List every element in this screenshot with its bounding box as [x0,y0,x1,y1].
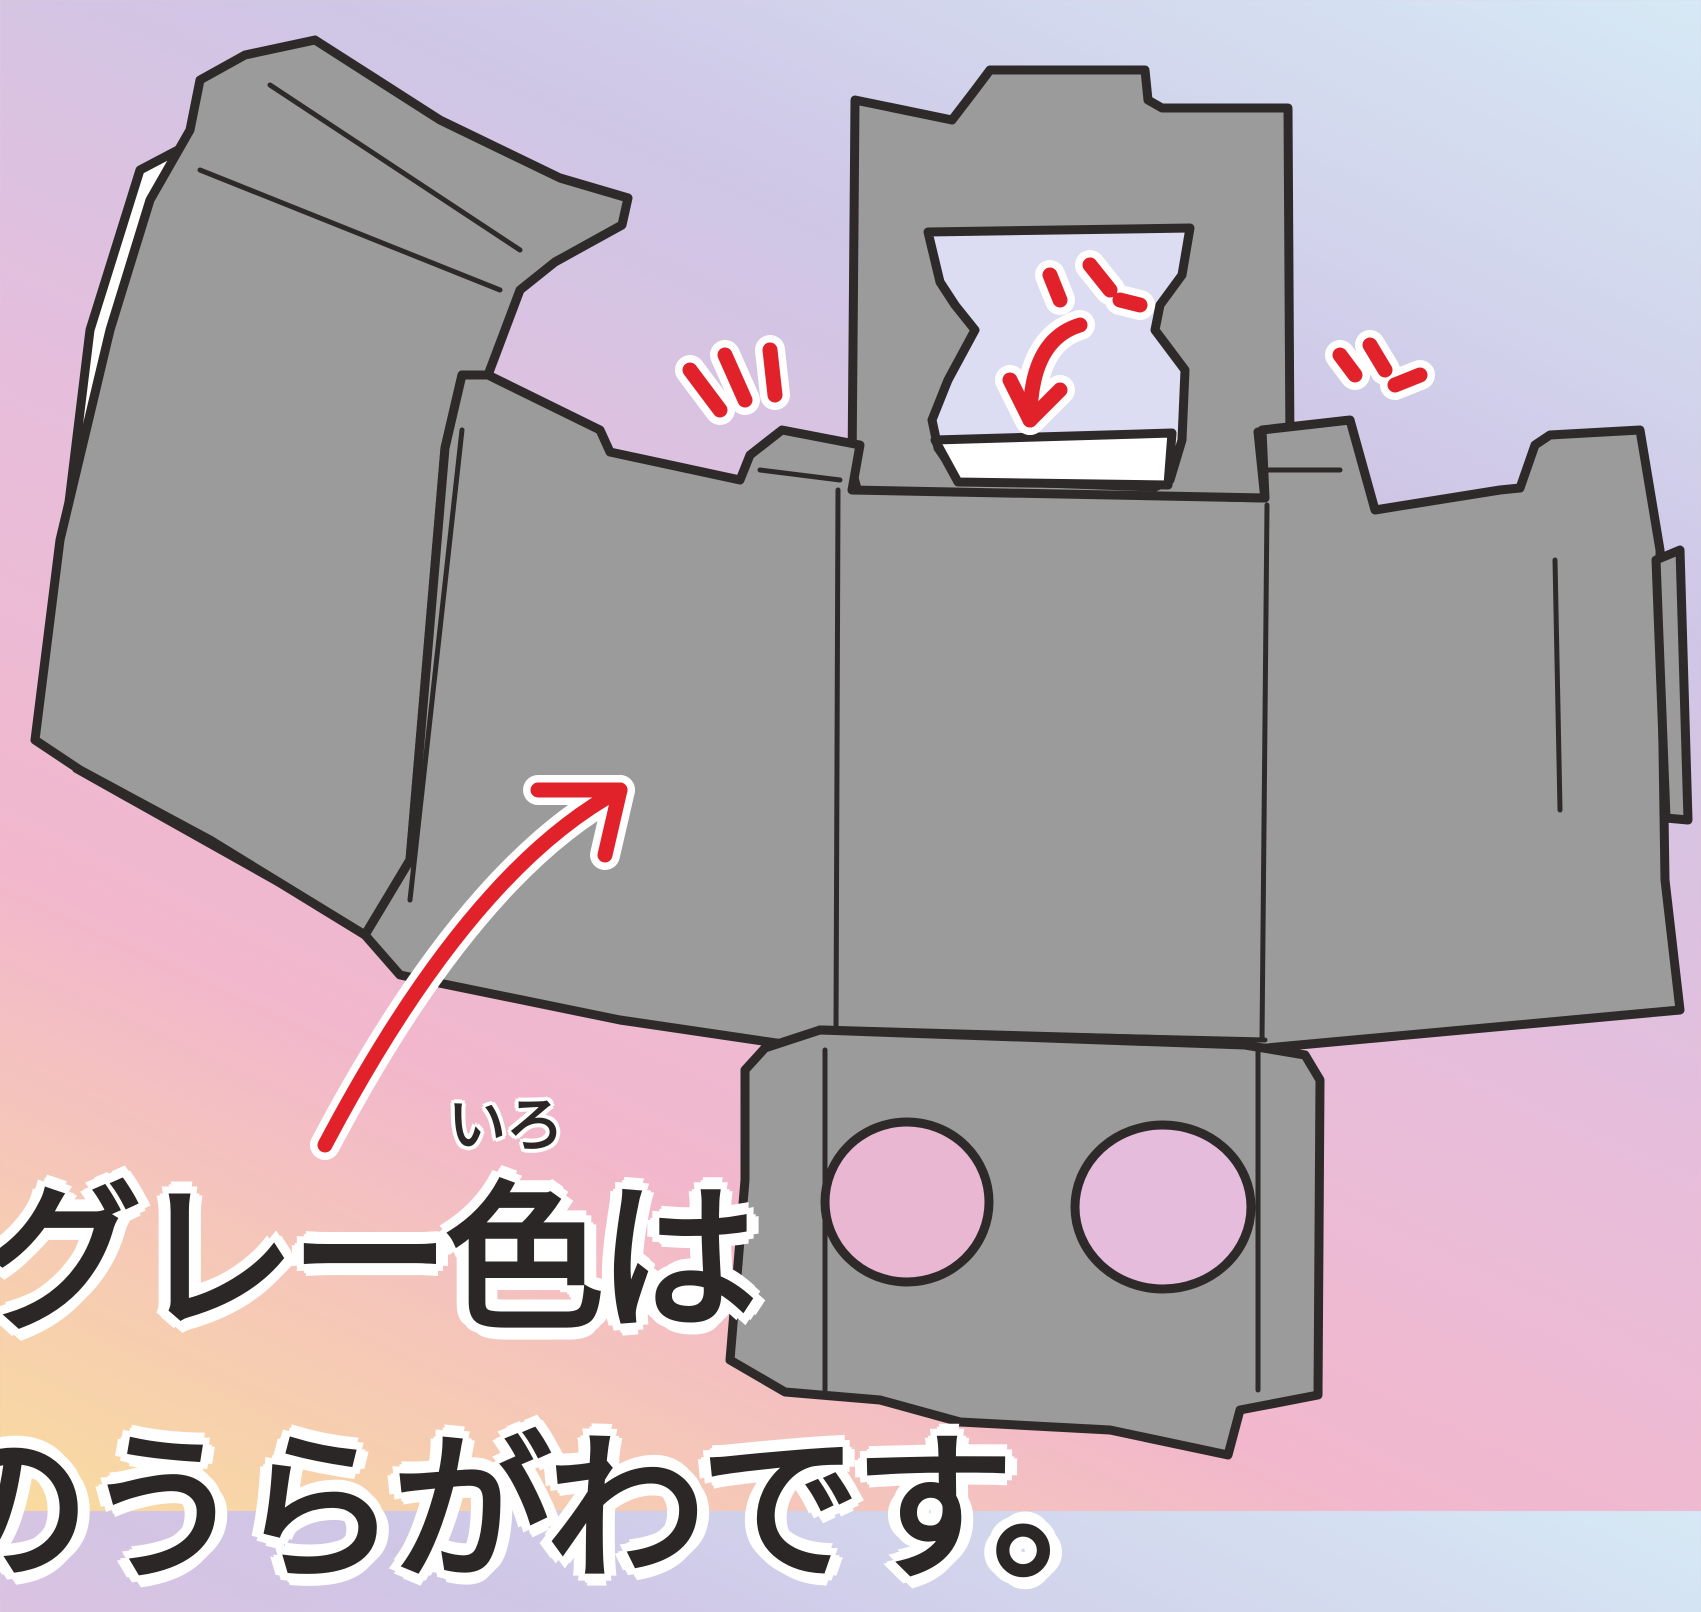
main-band [360,370,1685,1055]
window-white-floor [930,428,1177,490]
window-arrow [1022,317,1088,428]
left-eye-hole [820,1117,994,1287]
fold-line [1552,557,1563,813]
motion-mark [1112,292,1148,313]
unfolded-box-diagram [30,35,1693,1460]
fold-line [407,427,465,903]
furigana-reading: いろ [448,1091,565,1159]
motion-mark [1387,367,1428,393]
window-arrow-head [1002,372,1068,428]
caption-line-2: のうらがわです。 [0,1416,1152,1603]
illustration [30,35,1693,1460]
arrow-head [530,782,628,863]
right-side-edge [1651,545,1693,825]
motion-mark [1042,267,1068,308]
motion-mark [1332,347,1363,383]
motion-mark [1082,257,1118,298]
fold-line [852,487,1268,503]
fold-line [267,82,523,253]
motion-mark [762,342,783,403]
fold-line [757,467,843,483]
right-eye-hole [1070,1120,1256,1294]
fold-line [835,1027,1268,1043]
fold-line [72,767,363,933]
motion-mark [717,347,753,408]
caption-line-1: グレー色は [0,1166,758,1353]
fold-line [1259,502,1270,1043]
fold-line [197,167,503,293]
fold-line [833,487,841,1033]
motion-mark [682,362,728,418]
arrow-pointer [317,782,628,1153]
motion-mark [1362,337,1393,378]
